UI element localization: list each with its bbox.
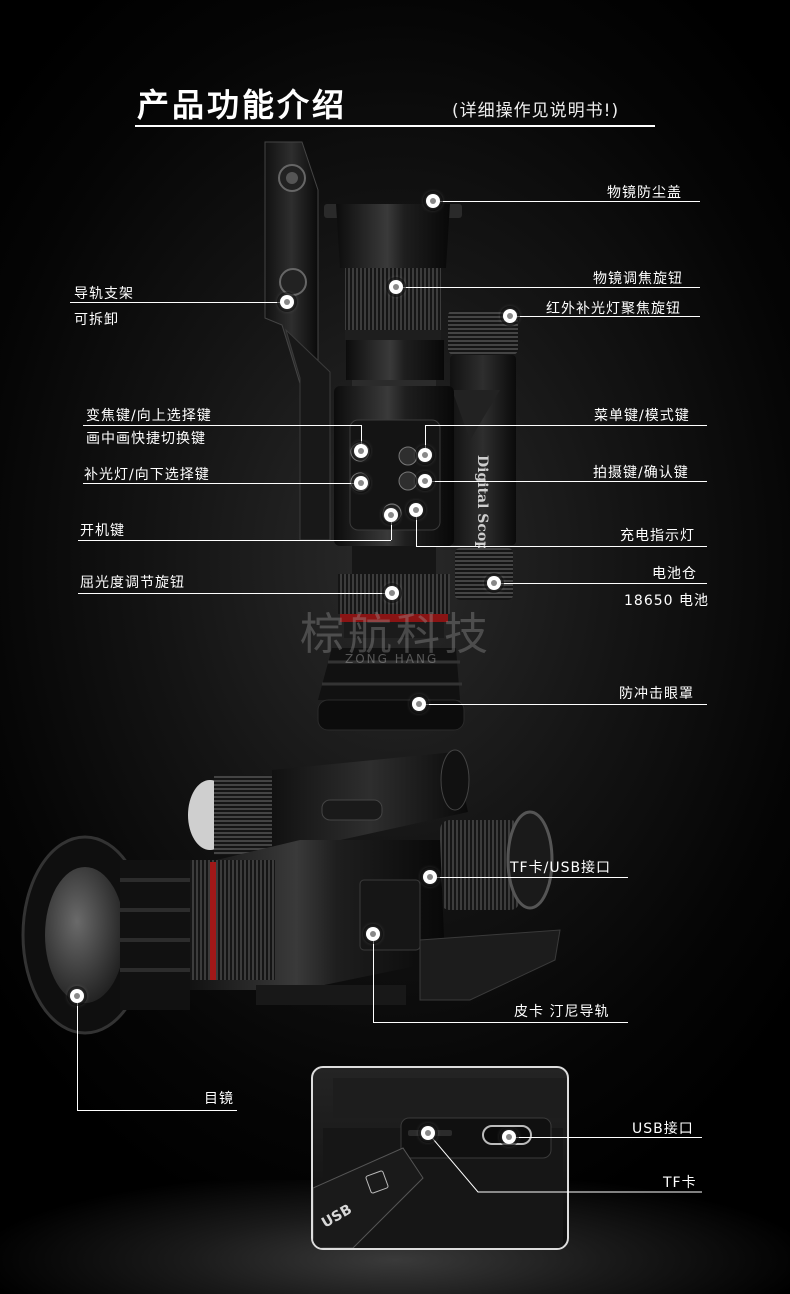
brand-text: Digital Scope [474,455,490,560]
label-rail-mount-detachable: 可拆卸 [74,312,119,328]
label-power-key: 开机键 [80,523,125,539]
label-eye-guard: 防冲击眼罩 [619,686,694,702]
label-tf-usb: TF卡/USB接口 [510,860,612,876]
callout-dot-ir-key [354,476,368,490]
callout-line-diopter [78,593,392,594]
callout-line-lens-focus [396,287,700,288]
callout-line-menu-key-v [425,425,426,455]
callout-line-menu-key [425,425,707,426]
label-lens-cap: 物镜防尘盖 [607,185,682,201]
callout-line-tf-usb [430,877,628,878]
label-menu-key: 菜单键/模式键 [594,408,690,424]
callout-dot-diopter [385,586,399,600]
callout-dot-lens-cap [426,194,440,208]
label-picatinny: 皮卡 汀尼导轨 [514,1004,610,1020]
label-shoot-key: 拍摄键/确认键 [593,465,689,481]
page-title: 产品功能介绍 [137,86,348,124]
callout-dot-eye-guard [412,697,426,711]
callout-dot-battery [487,576,501,590]
callout-line-charge-led-v [416,510,417,546]
callout-line-zoom-key [83,425,361,426]
label-usb-port: USB接口 [632,1121,694,1137]
callout-line-lens-cap [433,201,700,202]
label-lens-focus: 物镜调焦旋钮 [593,271,683,287]
callout-dot-eyepiece [70,989,84,1003]
callout-line-picatinny [373,1022,628,1023]
callout-dot-tf-usb [423,870,437,884]
callout-line-eyepiece-v [77,996,78,1110]
label-zoom-key: 变焦键/向上选择键 [86,408,212,424]
callout-line-rail-mount [70,302,287,303]
callout-dot-shoot-key [418,474,432,488]
callout-line-picatinny-v [373,934,374,1022]
callout-line-ir-key [83,483,361,484]
label-charge-led: 充电指示灯 [620,528,695,544]
page-subtitle: (详细操作见说明书!) [452,101,620,121]
callout-dot-menu-key [418,448,432,462]
callout-line-eye-guard [419,704,707,705]
callout-dot-usb-port [502,1130,516,1144]
label-eyepiece: 目镜 [204,1091,234,1107]
callout-dot-zoom-key [354,444,368,458]
callout-line-shoot-key [425,481,707,482]
callout-line-power-key [78,540,391,541]
callout-dot-charge-led [409,503,423,517]
callout-dot-power-key [384,508,398,522]
callout-dot-tf-card [421,1126,435,1140]
watermark-chinese: 棕航科技 [300,609,492,660]
label-ir-key: 补光灯/向下选择键 [84,467,210,483]
callout-line-eyepiece [77,1110,237,1111]
callout-line-ir-focus [510,316,700,317]
label-pip-key: 画中画快捷切换键 [86,431,206,447]
callout-dot-rail-mount [280,295,294,309]
label-battery: 电池仓 [652,566,697,582]
callout-line-power-key-v [391,515,392,540]
label-rail-mount: 导轨支架 [74,286,134,302]
callout-dot-lens-focus [389,280,403,294]
label-diopter: 屈光度调节旋钮 [80,575,185,591]
title-underline [135,125,655,127]
label-tf-card: TF卡 [663,1175,697,1191]
callout-dot-picatinny [366,927,380,941]
callout-line-zoom-key-v [361,425,362,451]
callout-line-battery [494,583,707,584]
callout-line-charge-led [416,546,707,547]
ports-inset: USB [311,1066,569,1250]
label-ir-focus: 红外补光灯聚焦旋钮 [546,301,681,317]
label-battery-type: 18650 电池 [624,593,709,609]
watermark-english: ZONG HANG [345,652,439,666]
callout-dot-ir-focus [503,309,517,323]
